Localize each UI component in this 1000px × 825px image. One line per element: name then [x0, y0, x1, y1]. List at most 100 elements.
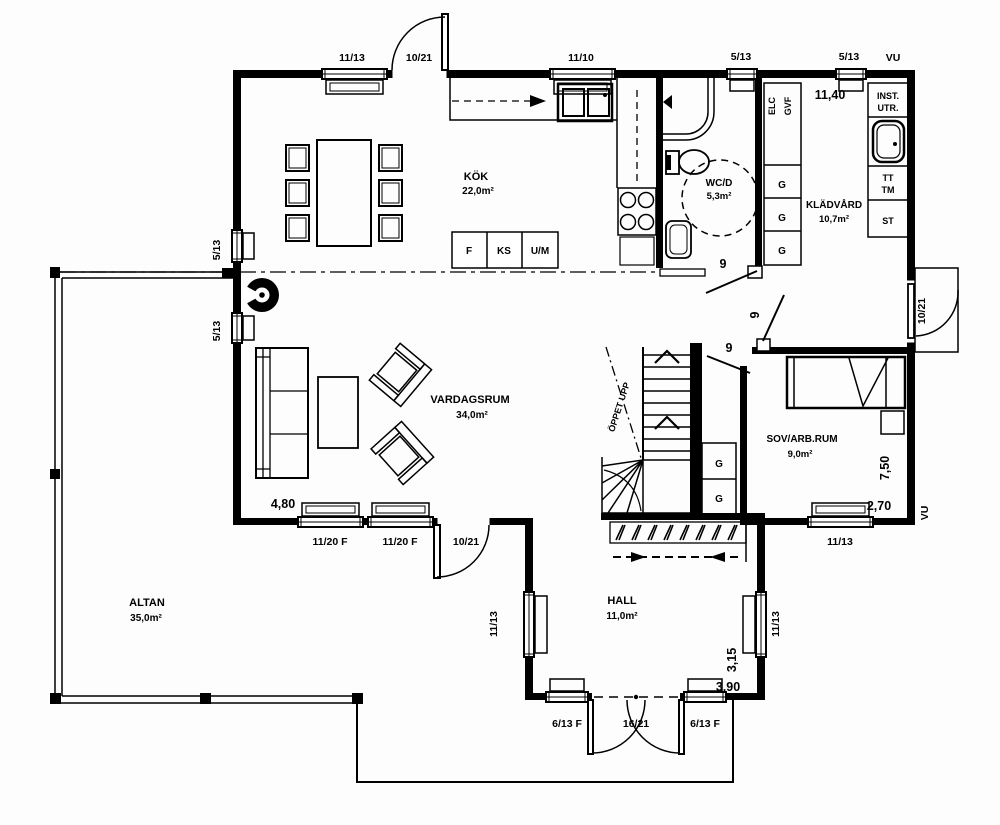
- label-door-south: 10/21: [453, 536, 479, 548]
- kitchen-fixtures: [285, 78, 657, 269]
- label-room-hall: HALL: [607, 595, 637, 607]
- interior-doors: [705, 265, 785, 374]
- coat-shelf: [609, 520, 747, 562]
- stair-up-arrow: [654, 415, 680, 430]
- label-area-wcd: 5,3m²: [707, 191, 732, 202]
- exterior-doors: [391, 13, 959, 755]
- wc-fixtures: [663, 78, 759, 259]
- bed: [785, 355, 907, 410]
- stair-closets: [701, 442, 737, 516]
- dim-sov-depth: 7,50: [878, 456, 892, 480]
- kitchen-sink: [556, 82, 614, 123]
- label-room-wcd: WC/D: [706, 178, 733, 189]
- appliance-row: [451, 231, 559, 269]
- label-vu-top: VU: [886, 52, 901, 64]
- utility-column: [867, 82, 909, 238]
- toilet: [665, 149, 710, 175]
- dining-set: [285, 139, 403, 247]
- stairs: [601, 346, 690, 514]
- exterior-walls: [233, 70, 915, 700]
- label-st: ST: [882, 216, 894, 226]
- wardrobe-column: [763, 82, 802, 266]
- label-door-entry: 16/21: [623, 718, 649, 730]
- dim-hall-depth: 3,15: [725, 648, 739, 672]
- label-area-kladvard: 10,7m²: [819, 214, 849, 225]
- wc-sink: [665, 220, 692, 259]
- living-room-furniture: [244, 278, 435, 486]
- label-tt: TT: [883, 173, 894, 183]
- label-um: U/M: [531, 246, 549, 257]
- coffee-table: [317, 376, 359, 449]
- entry-double-door: [587, 694, 685, 755]
- label-room-sov: SOV/ARB.RUM: [766, 434, 837, 445]
- label-room-vardagsrum: VARDAGSRUM: [430, 394, 509, 406]
- fireplace: [244, 278, 279, 312]
- label-window-south-2: 11/20 F: [382, 536, 418, 548]
- label-area-sov: 9,0m²: [788, 449, 813, 460]
- label-vu-right: VU: [919, 506, 931, 521]
- dim-hall-width: 3,90: [716, 680, 740, 694]
- label-g-4: G: [715, 459, 723, 470]
- label-g-2: G: [778, 213, 786, 224]
- right-door: [907, 267, 959, 353]
- sofa: [255, 347, 309, 479]
- interior-walls: [601, 78, 908, 525]
- label-door9-3: 9: [726, 341, 733, 355]
- label-g-1: G: [778, 180, 786, 191]
- top-door: [391, 13, 449, 78]
- dining-chairs: [285, 144, 403, 242]
- label-tm: TM: [882, 185, 895, 195]
- label-window-top-3: 5/13: [731, 51, 752, 63]
- label-window-left-2: 5/13: [211, 321, 223, 342]
- label-room-altan: ALTAN: [129, 597, 165, 609]
- label-g-5: G: [715, 494, 723, 505]
- armchair: [368, 342, 433, 408]
- shower-circle: [681, 159, 759, 237]
- stair-up-arrow: [654, 349, 680, 364]
- bedroom-furniture: [785, 355, 907, 435]
- dim-house-width: 11,40: [815, 88, 846, 102]
- windows: [231, 68, 874, 703]
- entry-porch-outline: [356, 700, 734, 783]
- label-window-top-1: 11/13: [339, 52, 365, 64]
- label-elc: ELC: [767, 96, 777, 115]
- nightstand: [880, 410, 905, 435]
- dim-vardagsrum-width: 4,80: [271, 497, 295, 511]
- armchair: [369, 420, 435, 486]
- label-inst-2: UTR.: [878, 103, 899, 113]
- label-door9-1: 9: [720, 257, 727, 271]
- label-window-left-1: 5/13: [211, 240, 223, 261]
- dim-sov-width: 2,70: [867, 499, 891, 513]
- cabinet-arrow: [530, 95, 546, 107]
- labels: KÖK 22,0m² WC/D 5,3m² KLÄDVÅRD 10,7m² VA…: [129, 51, 931, 730]
- label-area-kok: 22,0m²: [462, 186, 494, 197]
- label-door9-2: 9: [748, 311, 762, 318]
- label-door-top: 10/21: [406, 52, 432, 64]
- label-fridge: F: [466, 246, 472, 257]
- label-room-kok: KÖK: [464, 170, 489, 183]
- label-area-hall: 11,0m²: [606, 611, 638, 622]
- label-room-kladvard: KLÄDVÅRD: [806, 198, 862, 211]
- label-gvf: GVF: [783, 96, 793, 115]
- stove: [617, 187, 657, 266]
- vent-marker: [663, 95, 672, 109]
- label-ks: KS: [497, 246, 511, 257]
- label-window-hall-left: 11/13: [488, 611, 500, 637]
- altan-door: [433, 518, 491, 579]
- label-window-top-4: 5/13: [839, 51, 860, 63]
- label-window-top-2: 11/10: [568, 52, 594, 64]
- label-window-entry-2: 6/13 F: [690, 718, 720, 730]
- label-window-hall-right: 11/13: [770, 611, 782, 637]
- kladvard-fixtures: [763, 82, 909, 266]
- label-g-3: G: [778, 246, 786, 257]
- label-inst-1: INST.: [877, 91, 899, 101]
- label-door-right: 10/21: [916, 298, 928, 324]
- label-window-south-3: 11/13: [827, 536, 853, 548]
- label-window-entry-1: 6/13 F: [552, 718, 582, 730]
- label-window-south-1: 11/20 F: [312, 536, 348, 548]
- label-area-altan: 35,0m²: [130, 613, 162, 624]
- label-area-vardagsrum: 34,0m²: [456, 410, 488, 421]
- laundry-sink: [871, 119, 906, 164]
